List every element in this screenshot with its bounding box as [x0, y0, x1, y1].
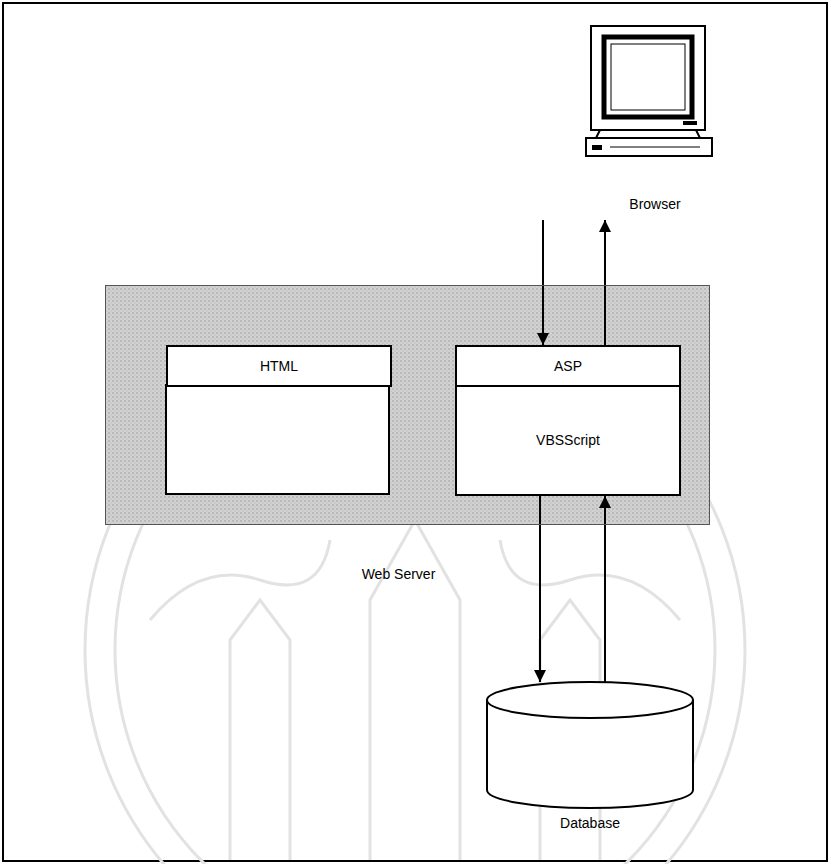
monitor-icon: [586, 26, 712, 156]
node-label: HTML: [260, 358, 298, 375]
flow-arrow: [539, 496, 541, 682]
node-label: Web Server: [106, 566, 691, 583]
process-box: ASP: [455, 345, 681, 387]
flow-arrow: [604, 496, 606, 682]
node-label: Browser: [600, 196, 710, 213]
database-cylinder: [487, 682, 693, 808]
process-box: VBSScript: [455, 385, 681, 496]
browser-node: Browser: [530, 20, 720, 220]
flow-arrow: [542, 220, 544, 345]
node-label: ASP: [554, 358, 582, 375]
node-label: Database: [485, 815, 695, 832]
server-band: Web ServerHTMLASPVBSScript: [105, 285, 710, 525]
process-box: HTML: [166, 345, 392, 387]
flow-arrow: [604, 220, 606, 345]
empty-cell: [166, 385, 389, 494]
database-node: Database: [485, 682, 695, 840]
server-band-fill: [105, 285, 710, 525]
node-label: VBSScript: [536, 432, 600, 449]
